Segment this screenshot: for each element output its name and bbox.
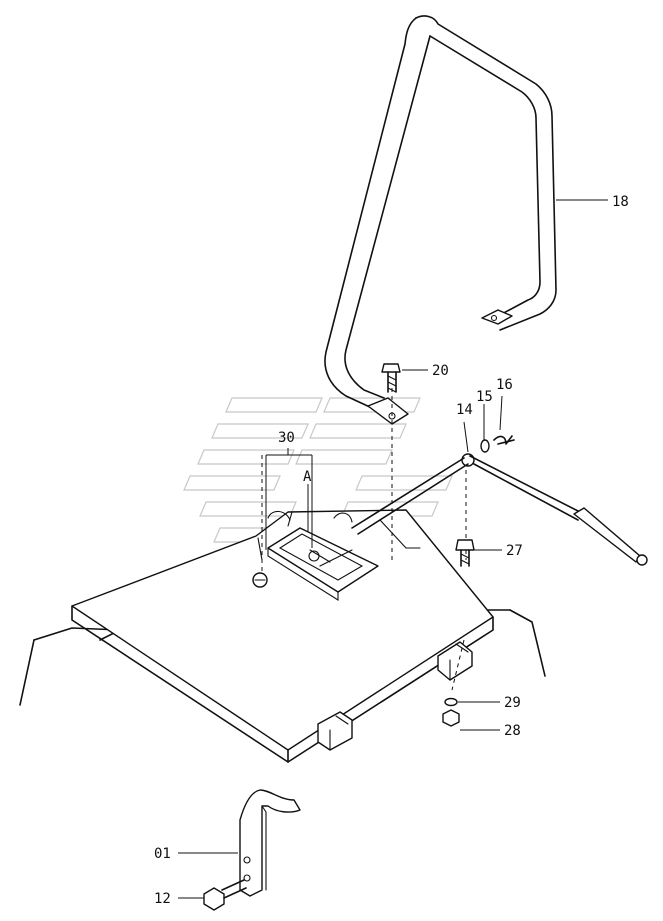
bolt-12 (203, 879, 247, 911)
callout-18: 18 (612, 194, 629, 210)
access-lid (267, 527, 379, 601)
pin-16 (493, 435, 515, 445)
callout-16: 16 (496, 377, 513, 393)
callout-30: 30 (278, 430, 295, 446)
callout-14: 14 (456, 402, 473, 418)
stay-rod (351, 453, 648, 566)
bolt-20 (381, 363, 401, 393)
callout-27: 27 (506, 543, 523, 559)
callout-15: 15 (476, 389, 493, 405)
cover-plate (71, 509, 494, 763)
machine-body (19, 609, 546, 706)
lid-knob (252, 572, 268, 588)
washer-15 (480, 439, 490, 453)
bolt-27 (455, 539, 475, 567)
hinge-right (437, 641, 473, 681)
callout-29: 29 (504, 695, 521, 711)
callout-labels: 18 20 16 15 14 30 A 27 29 28 01 12 (154, 194, 629, 907)
callout-A: A (303, 469, 312, 485)
callout-01: 01 (154, 846, 171, 862)
bracket-01 (239, 789, 301, 897)
callout-20: 20 (432, 363, 449, 379)
callout-12: 12 (154, 891, 171, 907)
washer-29 (444, 697, 458, 707)
leader-lines (178, 199, 608, 899)
hinge-left (317, 711, 353, 751)
callout-28: 28 (504, 723, 521, 739)
nut-28 (442, 709, 460, 727)
grab-rail (324, 15, 557, 425)
